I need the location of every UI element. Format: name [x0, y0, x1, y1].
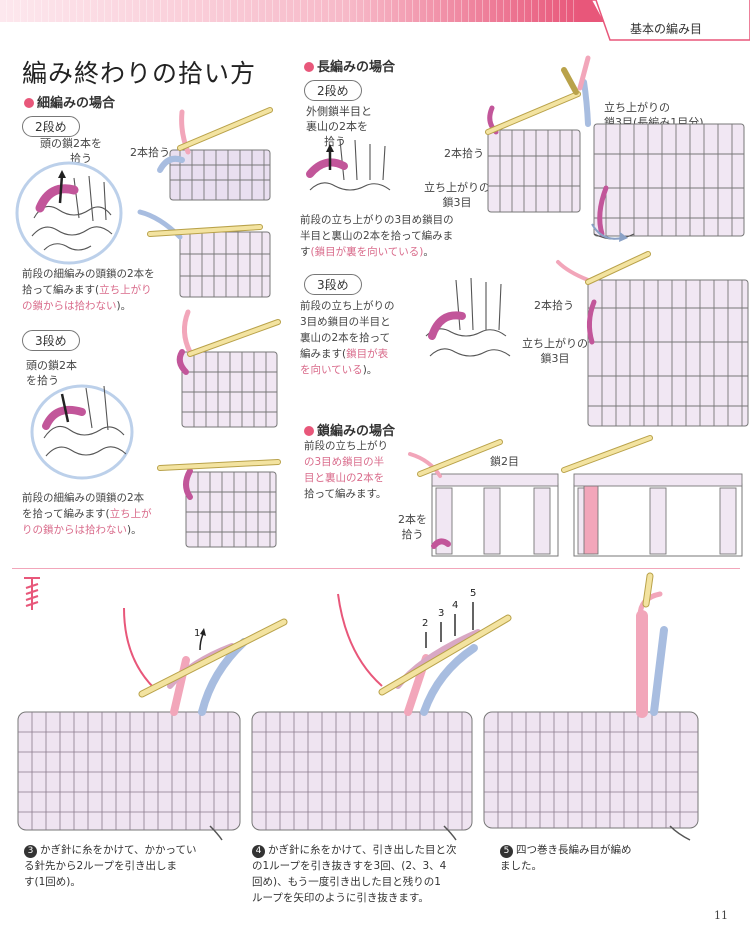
- section-title-chain: 鎖編みの場合: [304, 420, 395, 439]
- section-divider: [12, 568, 740, 569]
- svg-text:4: 4: [452, 600, 458, 611]
- page-title: 編み終わりの拾い方: [22, 59, 257, 88]
- step5-illustration: [483, 572, 699, 841]
- step3-illustration: 1: [17, 607, 288, 841]
- label-head-chain-3: 頭の鎖2本 を拾う: [26, 359, 77, 387]
- label-standing-chain-dc3: 立ち上がりの 鎖3目: [522, 337, 588, 365]
- header-tab: [578, 0, 750, 41]
- bullet-dot: [304, 426, 314, 436]
- svg-text:3: 3: [438, 608, 444, 619]
- step-pill-sc-3: 3段め: [22, 330, 80, 351]
- chain-text: 前段の立ち上がり の3目め鎖目の半 目と裏山の2本を 拾って編みます。: [304, 440, 388, 500]
- bullet-dot: [304, 62, 314, 72]
- sc-step3-swatch-a: [176, 309, 281, 428]
- step-pill-dc-3: 3段め: [304, 274, 362, 295]
- svg-text:1: 1: [194, 628, 200, 639]
- sc-step3-text: 前段の細編みの頭鎖の2本 を拾って編みます(立ち上が りの鎖からは拾わない)。: [22, 492, 152, 536]
- label-pick-two-chain: 2本を 拾う: [398, 513, 427, 541]
- step4-illustration: 2 3 4 5: [251, 588, 512, 841]
- dc-step2-swatch-a: [485, 91, 581, 213]
- quadruple-treble-symbol-icon: [24, 577, 40, 610]
- header-band: [0, 0, 750, 41]
- sc-step2-text: 前段の細編みの頭鎖の2本を 拾って編みます(立ち上がり の鎖からは拾わない)。: [22, 268, 155, 312]
- dc-step3-closeup-illustration: [425, 277, 511, 357]
- dc-step2-swatch-b: [561, 55, 745, 240]
- step-pill-sc-2: 2段め: [22, 116, 80, 137]
- dc-step2-text: 前段の立ち上がりの3目め鎖目の 半目と裏山の2本を拾って編みま す(鎖目が裏を向…: [300, 214, 454, 258]
- chain-swatch-a: [408, 439, 559, 557]
- step-number-badge: 4: [252, 845, 265, 858]
- bullet-dot: [24, 98, 34, 108]
- step-number-badge: 3: [24, 845, 37, 858]
- page-number: 11: [714, 909, 728, 922]
- dc-step3-text: 前段の立ち上がりの 3目め鎖目の半目と 裏山の2本を拾って 編みます(鎖目が表 …: [300, 300, 395, 376]
- section-title-dc: 長編みの場合: [304, 56, 395, 75]
- chain-swatch-b: [561, 435, 743, 557]
- header-title: 基本の編み目: [629, 22, 702, 36]
- label-pick-two-dc2: 2本拾う: [444, 147, 484, 160]
- sc-step3-closeup-illustration: [30, 384, 134, 480]
- step-pill-dc-2: 2段め: [304, 80, 362, 101]
- dc-step3-swatch: [556, 251, 749, 427]
- label-head-chain-2: 頭の鎖2本を 拾う: [40, 137, 102, 165]
- curved-arrow-icon: [591, 223, 628, 242]
- step-number-badge: 5: [500, 845, 513, 858]
- label-chain-two: 鎖2目: [490, 455, 519, 468]
- label-pick-two-sc2: 2本拾う: [130, 146, 170, 159]
- header-stripe: [0, 0, 580, 22]
- svg-text:2: 2: [422, 618, 428, 629]
- sc-step3-swatch-b: [157, 459, 281, 548]
- label-standing-chain-dc2: 立ち上がりの 鎖3目: [424, 181, 490, 209]
- section-title-sc: 細編みの場合: [24, 92, 115, 111]
- svg-text:5: 5: [470, 588, 476, 599]
- dc-step2-closeup-illustration: [306, 139, 391, 191]
- sc-step2-closeup-illustration: [15, 161, 123, 265]
- label-pick-two-dc3: 2本拾う: [534, 299, 574, 312]
- sc-step2-swatch-b: [137, 209, 271, 298]
- sc-step2-swatch-a: [157, 107, 273, 201]
